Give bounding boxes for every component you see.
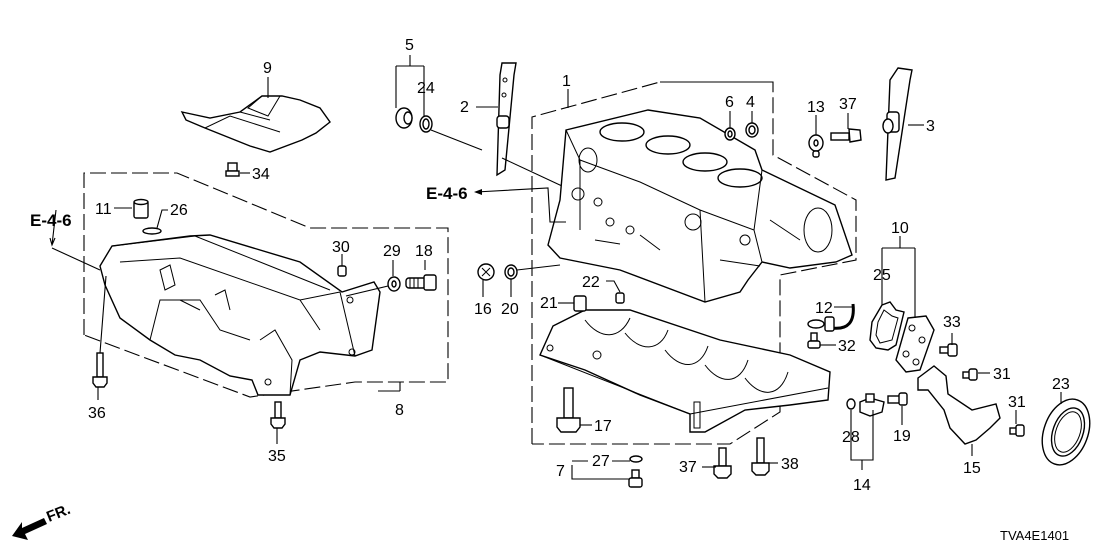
- dowel-pin-30-part[interactable]: [337, 265, 347, 277]
- callout-34[interactable]: 34: [252, 166, 270, 183]
- bolt-38-part[interactable]: [751, 437, 770, 476]
- cover-10-part[interactable]: [895, 315, 935, 373]
- bolt-35-part[interactable]: [270, 401, 286, 429]
- bolt-37-top-part[interactable]: [830, 128, 862, 143]
- callout-5[interactable]: 5: [405, 37, 414, 54]
- plug-5-part[interactable]: [395, 107, 413, 129]
- callout-38[interactable]: 38: [781, 456, 799, 473]
- direction-label: FR.: [44, 501, 73, 526]
- callout-7[interactable]: 7: [556, 463, 565, 480]
- front-direction-arrow-icon: FR.: [12, 501, 73, 540]
- callout-10[interactable]: 10: [891, 220, 909, 237]
- callout-33[interactable]: 33: [943, 314, 961, 331]
- bolt-31-upper-part[interactable]: [962, 368, 978, 381]
- o-ring-26-part[interactable]: [142, 227, 162, 235]
- callout-32[interactable]: 32: [838, 338, 856, 355]
- callout-30[interactable]: 30: [332, 239, 350, 256]
- gasket-25-part[interactable]: [869, 301, 905, 351]
- reference-link-left[interactable]: E-4-6: [30, 211, 72, 230]
- o-ring-28-part[interactable]: [846, 398, 856, 410]
- bolt-37-bottom-part[interactable]: [713, 447, 732, 479]
- dowel-pin-21-part[interactable]: [573, 295, 587, 312]
- callout-20[interactable]: 20: [501, 301, 519, 318]
- reference-link-center[interactable]: E-4-6: [426, 184, 468, 203]
- callout-11[interactable]: 11: [95, 201, 112, 218]
- washer-27-part[interactable]: [629, 455, 643, 463]
- callout-31-lower[interactable]: 31: [1008, 394, 1026, 411]
- cylinder-block-part[interactable]: [547, 109, 853, 303]
- oil-jet-rail-3-part[interactable]: [882, 67, 913, 181]
- callout-21[interactable]: 21: [540, 295, 558, 312]
- dowel-pin-22-part[interactable]: [615, 292, 625, 304]
- callout-8[interactable]: 8: [395, 402, 404, 419]
- oil-seal-23-part[interactable]: [1034, 393, 1099, 472]
- callout-18[interactable]: 18: [415, 243, 433, 260]
- sensor-pipe-12-part[interactable]: [807, 303, 855, 332]
- bolt-32-part[interactable]: [807, 332, 821, 349]
- bolt-17-part[interactable]: [556, 387, 581, 433]
- oil-pan-part[interactable]: [99, 234, 381, 396]
- bearing-cap-ladder-part[interactable]: [539, 309, 831, 433]
- o-ring-6-part[interactable]: [724, 127, 736, 141]
- callout-25[interactable]: 25: [873, 267, 891, 284]
- washer-29-part[interactable]: [387, 276, 401, 292]
- plug-16-part[interactable]: [477, 263, 495, 281]
- callout-37-top[interactable]: 37: [839, 96, 857, 113]
- bolt-31-lower-part[interactable]: [1009, 424, 1025, 437]
- knock-sensor-13-part[interactable]: [808, 134, 824, 158]
- callout-4[interactable]: 4: [746, 94, 755, 111]
- callout-13[interactable]: 13: [807, 99, 825, 116]
- callout-12[interactable]: 12: [815, 300, 833, 317]
- reference-arrow-left: [49, 209, 101, 271]
- bolt-19-part[interactable]: [887, 392, 908, 406]
- diagram-code: TVA4E1401: [1000, 528, 1069, 543]
- baffle-plate-part[interactable]: [180, 95, 331, 153]
- o-ring-20-part[interactable]: [504, 264, 518, 280]
- callout-labels: 1 2 3 4 5 6 7 8 9 10 11 12 13 14 15 16 1…: [88, 37, 1070, 494]
- callout-9[interactable]: 9: [263, 60, 272, 77]
- callout-31-upper[interactable]: 31: [993, 366, 1011, 383]
- callout-35[interactable]: 35: [268, 448, 286, 465]
- callout-24[interactable]: 24: [417, 80, 435, 97]
- bolt-33-part[interactable]: [939, 343, 958, 357]
- o-ring-24-part[interactable]: [419, 115, 433, 133]
- callout-16[interactable]: 16: [474, 301, 492, 318]
- callout-22[interactable]: 22: [582, 274, 600, 291]
- callout-29[interactable]: 29: [383, 243, 401, 260]
- reference-arrow-center: [475, 187, 566, 223]
- plug-cap-4-part[interactable]: [745, 122, 759, 138]
- callout-15[interactable]: 15: [963, 460, 981, 477]
- drain-bolt-7-part[interactable]: [628, 469, 643, 488]
- callout-26[interactable]: 26: [170, 202, 188, 219]
- oil-jet-rail-2-part[interactable]: [496, 62, 517, 177]
- callout-19[interactable]: 19: [893, 428, 911, 445]
- callout-37-bottom[interactable]: 37: [679, 459, 697, 476]
- bracket-15-part[interactable]: [917, 365, 1001, 445]
- callout-1[interactable]: 1: [562, 73, 571, 90]
- callout-17[interactable]: 17: [594, 418, 612, 435]
- callout-14[interactable]: 14: [853, 477, 871, 494]
- callout-27[interactable]: 27: [592, 453, 610, 470]
- callout-3[interactable]: 3: [926, 118, 935, 135]
- callout-23[interactable]: 23: [1052, 376, 1070, 393]
- callout-28[interactable]: 28: [842, 429, 860, 446]
- callout-36[interactable]: 36: [88, 405, 106, 422]
- bolt-36-part[interactable]: [92, 352, 108, 388]
- plug-bolt-18-part[interactable]: [405, 274, 437, 291]
- bolt-34-part[interactable]: [225, 162, 240, 177]
- callout-2[interactable]: 2: [460, 99, 469, 116]
- cylinder-block-group-outline: [531, 81, 857, 445]
- crank-sensor-14-part[interactable]: [859, 393, 885, 417]
- callout-6[interactable]: 6: [725, 94, 734, 111]
- dowel-pin-11-part[interactable]: [133, 198, 149, 219]
